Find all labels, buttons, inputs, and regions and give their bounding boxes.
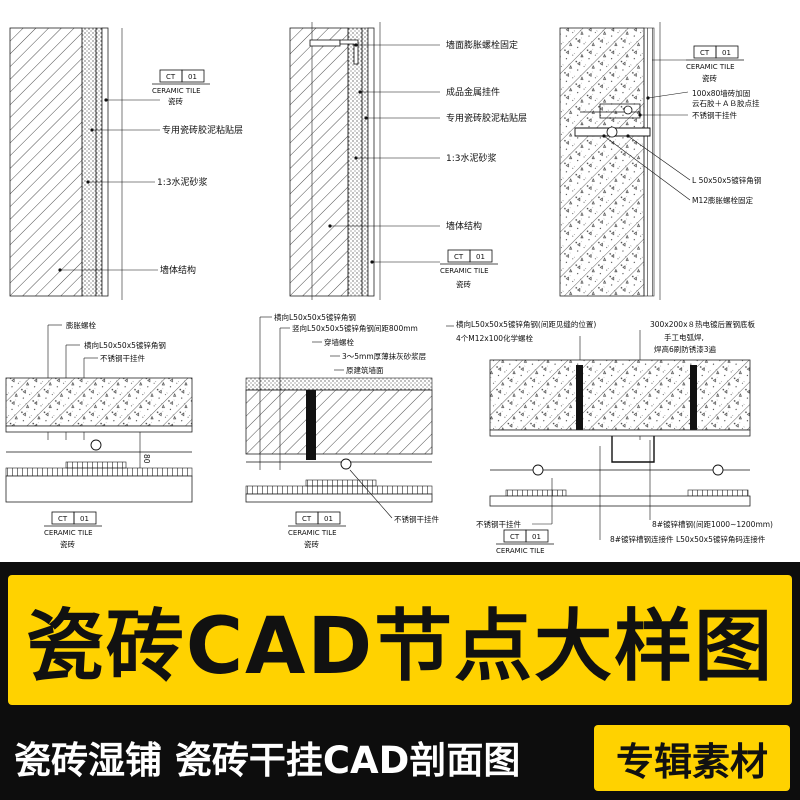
detail-section-2: 横向L50x50x5镀锌角钢 竖向L50x50x5镀锌角钢间距800mm 穿墙螺… xyxy=(245,312,439,549)
svg-text:瓷砖: 瓷砖 xyxy=(168,96,183,106)
label: 横向L50x50x5镀锌角钢(间距见缝的位置) xyxy=(456,319,596,329)
label: 不锈钢干挂件 xyxy=(476,519,521,529)
label: 墙面膨胀螺栓固定 xyxy=(446,39,518,51)
label: 不锈钢干挂件 xyxy=(692,110,737,120)
detail-section-3: 横向L50x50x5镀锌角钢(间距见缝的位置) 300x200x８热电镀后置钢底… xyxy=(446,319,773,555)
svg-text:CERAMIC TILE: CERAMIC TILE xyxy=(440,267,489,275)
label: 焊高6刷防锈漆3遍 xyxy=(654,344,717,354)
material-tag: CT 01 CERAMIC TILE 瓷砖 xyxy=(44,511,102,549)
detail-dry-hanging: CT 01 CERAMIC TILE 瓷砖 100x80墙砖加固 云石胶＋ＡＢ胶… xyxy=(559,22,761,300)
label: 1:3水泥砂浆 xyxy=(157,176,208,188)
svg-text:CERAMIC TILE: CERAMIC TILE xyxy=(686,63,735,71)
svg-text:瓷砖: 瓷砖 xyxy=(702,73,717,83)
label: 横向L50x50x5镀锌角钢 xyxy=(84,340,166,350)
svg-text:CT: CT xyxy=(454,253,464,261)
label: 3～5mm厚薄抹灰砂浆层 xyxy=(342,351,427,361)
svg-text:01: 01 xyxy=(80,515,89,523)
label: 专用瓷砖胶泥粘贴层 xyxy=(162,124,243,136)
svg-text:01: 01 xyxy=(324,515,333,523)
svg-text:01: 01 xyxy=(722,49,731,57)
label: 专用瓷砖胶泥粘贴层 xyxy=(446,112,527,124)
label: 手工电弧焊, xyxy=(664,332,704,342)
label: 穿墙螺栓 xyxy=(324,337,354,347)
label: 300x200x８热电镀后置钢底板 xyxy=(650,319,756,329)
cad-drawing: CT 01 CERAMIC TILE 瓷砖 专用瓷砖胶泥粘贴层 1:3水泥砂浆 … xyxy=(5,22,773,555)
poster-title: 瓷砖CAD节点大样图 xyxy=(25,602,775,692)
svg-text:CERAMIC TILE: CERAMIC TILE xyxy=(496,547,545,555)
detail-wet-laying: CT 01 CERAMIC TILE 瓷砖 专用瓷砖胶泥粘贴层 1:3水泥砂浆 … xyxy=(9,27,243,300)
label: 100x80墙砖加固 xyxy=(692,88,750,98)
label: 膨胀螺栓 xyxy=(66,320,96,330)
material-tag: CT 01 CERAMIC TILE xyxy=(496,529,554,555)
label: L 50x50x5镀锌角钢 xyxy=(692,175,761,185)
detail-section-1: 膨胀螺栓 横向L50x50x5镀锌角钢 不锈钢干挂件 80 CT 01 CERA… xyxy=(5,320,193,549)
svg-text:CERAMIC TILE: CERAMIC TILE xyxy=(288,529,337,537)
svg-text:01: 01 xyxy=(476,253,485,261)
svg-text:01: 01 xyxy=(188,73,197,81)
label: 1:3水泥砂浆 xyxy=(446,152,497,164)
label: M12膨胀螺栓固定 xyxy=(692,195,754,205)
collection-badge: 专辑素材 xyxy=(594,725,790,791)
label: 墙体结构 xyxy=(446,220,482,232)
drawing-sheet: CT 01 CERAMIC TILE 瓷砖 专用瓷砖胶泥粘贴层 1:3水泥砂浆 … xyxy=(0,0,800,562)
svg-text:瓷砖: 瓷砖 xyxy=(456,279,471,289)
label: 8#镀锌槽钢(间距1000~1200mm) xyxy=(652,519,773,529)
svg-text:CERAMIC TILE: CERAMIC TILE xyxy=(44,529,93,537)
label: 竖向L50x50x5镀锌角钢间距800mm xyxy=(292,323,418,333)
label: 原建筑墙面 xyxy=(346,365,384,375)
svg-text:瓷砖: 瓷砖 xyxy=(304,539,319,549)
label: 成品金属挂件 xyxy=(446,86,500,98)
svg-text:CT: CT xyxy=(166,73,176,81)
label: 不锈钢干挂件 xyxy=(100,353,145,363)
svg-text:瓷砖: 瓷砖 xyxy=(60,539,75,549)
material-tag: CT 01 CERAMIC TILE 瓷砖 xyxy=(370,249,498,289)
detail-metal-bracket: 墙面膨胀螺栓固定 成品金属挂件 专用瓷砖胶泥粘贴层 1:3水泥砂浆 墙体结构 C… xyxy=(289,22,527,300)
material-tag: CT 01 CERAMIC TILE 瓷砖 xyxy=(104,69,210,106)
dimension: 80 xyxy=(142,454,151,464)
label: 云石胶＋ＡＢ胶点挂 xyxy=(692,98,760,108)
badge-label: 专辑素材 xyxy=(615,739,768,784)
poster-subtitle: 瓷砖湿铺 瓷砖干挂CAD剖面图 xyxy=(14,739,521,782)
svg-text:CT: CT xyxy=(700,49,710,57)
svg-text:CT: CT xyxy=(58,515,68,523)
label: 8#镀锌槽钢连接件 L50x50x5镀锌角码连接件 xyxy=(610,534,766,544)
svg-text:CT: CT xyxy=(510,533,520,541)
label: 不锈钢干挂件 xyxy=(394,514,439,524)
label: 4个M12x100化学螺栓 xyxy=(456,333,534,343)
label: 横向L50x50x5镀锌角钢 xyxy=(274,312,356,322)
label: 墙体结构 xyxy=(160,264,196,276)
svg-text:01: 01 xyxy=(532,533,541,541)
material-tag: CT 01 CERAMIC TILE 瓷砖 xyxy=(652,45,744,83)
svg-text:CERAMIC TILE: CERAMIC TILE xyxy=(152,87,201,95)
material-tag: CT 01 CERAMIC TILE 瓷砖 xyxy=(288,511,346,549)
title-box: 瓷砖CAD节点大样图 xyxy=(8,575,792,705)
svg-text:CT: CT xyxy=(302,515,312,523)
